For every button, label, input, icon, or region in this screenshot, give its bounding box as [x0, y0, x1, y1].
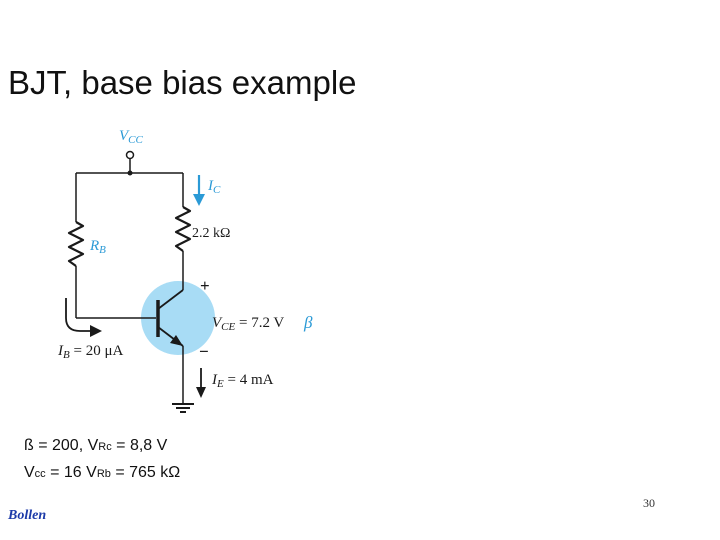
vcc-subscript: cc — [34, 468, 46, 480]
rb-label: RB — [89, 238, 106, 256]
vrc-subscript: Rc — [98, 441, 112, 453]
param-line-beta-vrc: ß = 200, VRc = 8,8 V — [24, 433, 180, 460]
ib-arrow-shaft — [65, 298, 92, 332]
minus-sign: − — [199, 342, 209, 361]
vrb-subscript: Rb — [96, 468, 111, 480]
ib-arrow-icon — [90, 325, 102, 337]
beta-vrc-text: ß = 200, V — [24, 437, 99, 454]
ic-label: IC — [207, 178, 221, 196]
vcc-value-vrb: = 16 V — [45, 464, 97, 481]
vrb-value: = 765 kΩ — [110, 464, 181, 481]
rc-resistor — [174, 206, 192, 252]
vrc-value: = 8,8 V — [111, 437, 168, 454]
parameter-list: ß = 200, VRc = 8,8 V Vcc = 16 VRb = 765 … — [24, 433, 180, 487]
ie-label: IE = 4 mA — [211, 372, 274, 390]
rb-resistor — [67, 221, 85, 267]
ie-arrow-icon — [196, 387, 206, 398]
param-line-vcc-vrb: Vcc = 16 VRb = 765 kΩ — [24, 460, 180, 487]
plus-sign: + — [200, 276, 210, 295]
emitter-arrow-icon — [170, 335, 183, 346]
ic-arrow-icon — [193, 194, 205, 206]
beta-label: β — [303, 313, 313, 332]
vcc-terminal — [125, 150, 135, 160]
author-signature: Bollen — [8, 508, 47, 523]
page-number: 30 — [643, 496, 655, 510]
vce-label: VCE = 7.2 V — [212, 315, 284, 333]
slide-title: BJT, base bias example — [8, 64, 357, 101]
ib-label: IB = 20 μA — [57, 343, 123, 361]
vcc-label: VCC — [119, 128, 144, 146]
transistor-collector-lead — [157, 289, 184, 310]
vcc-symbol: V — [24, 464, 35, 481]
rc-value-label: 2.2 kΩ — [192, 226, 230, 241]
